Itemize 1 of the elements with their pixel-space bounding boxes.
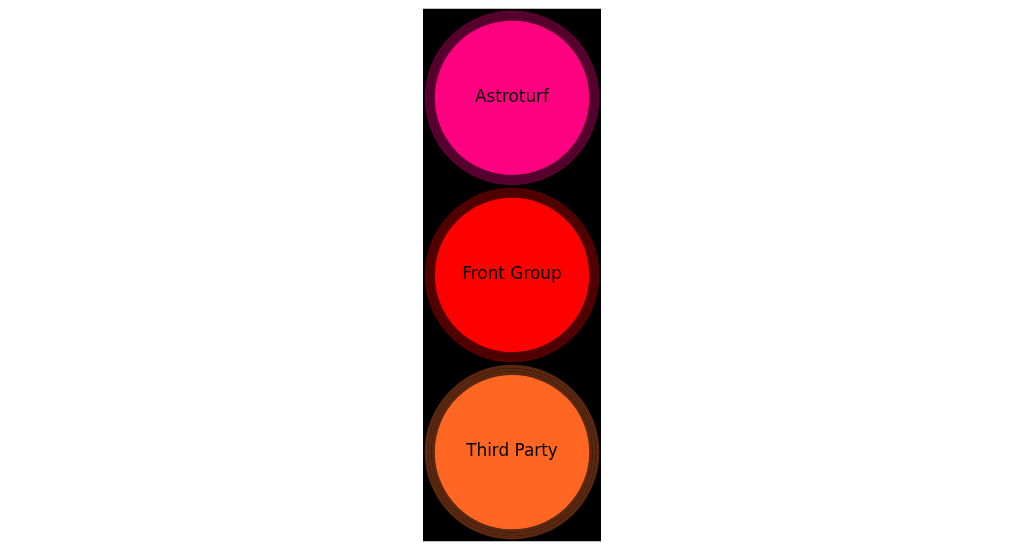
node-circle: Front Group — [424, 187, 600, 363]
